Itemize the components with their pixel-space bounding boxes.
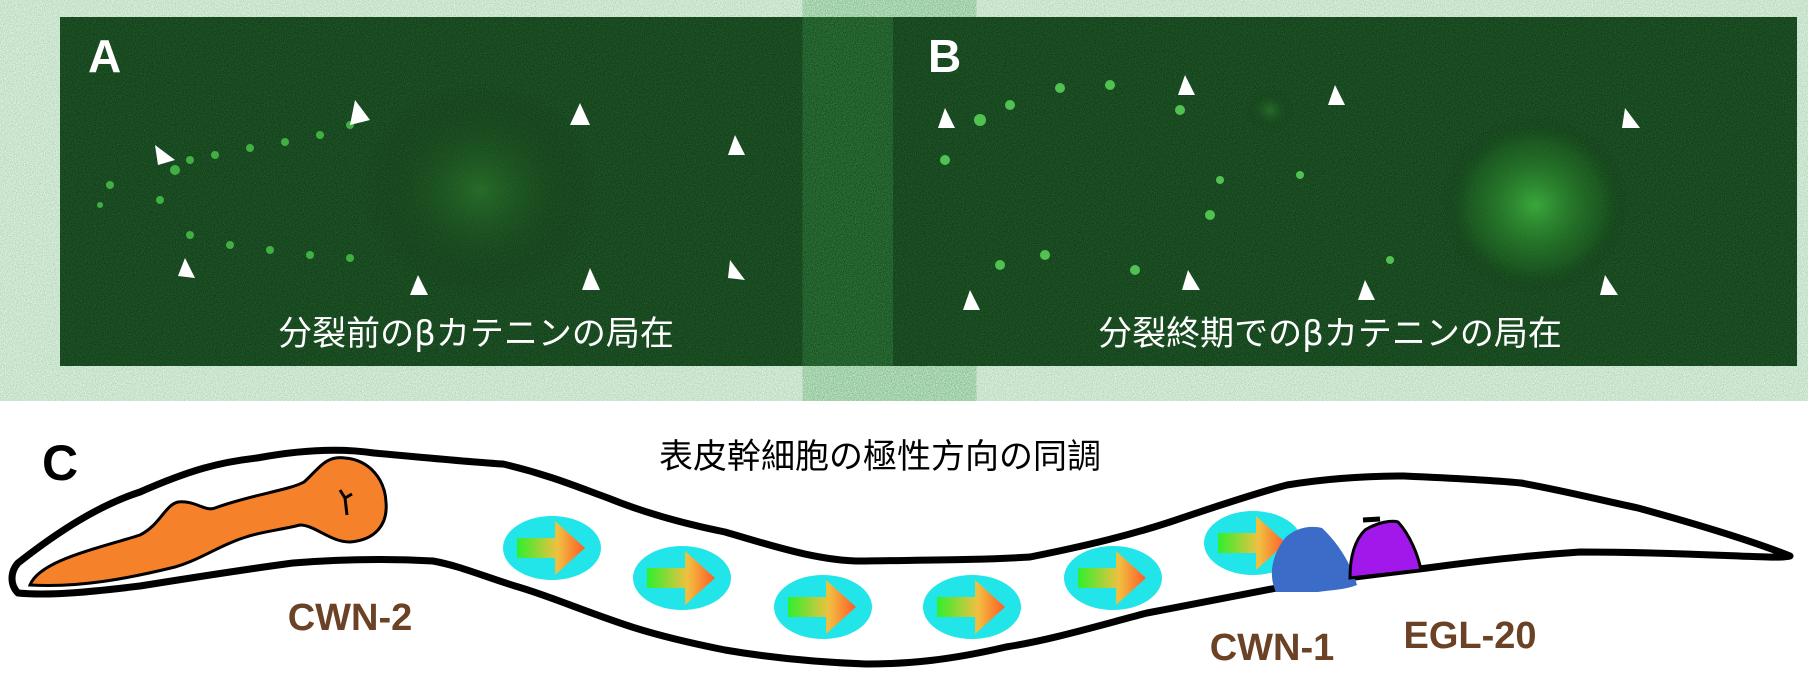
seam-cell [774, 575, 872, 639]
arrowhead-markers [155, 100, 745, 295]
polarity-arrow-icon [517, 521, 585, 575]
arrowhead-markers [938, 75, 1640, 310]
egl20-expression-region [1348, 519, 1423, 580]
cwn1-expression-region [1271, 526, 1357, 592]
polarity-arrow-icon [788, 580, 856, 634]
seam-cells [503, 511, 1302, 639]
cwn2-expression-region [27, 456, 388, 588]
polarity-arrow-icon [647, 551, 715, 605]
polarity-arrow-icon [937, 580, 1005, 634]
cwn1-label: CWN-1 [1210, 627, 1335, 669]
seam-cell [1064, 546, 1162, 610]
fluorescent-puncta [940, 80, 1394, 275]
polarity-arrow-icon [1218, 516, 1286, 570]
fluorescent-puncta [97, 121, 354, 262]
micrograph-panel-a: A 分裂前のβカテニンの局在 [60, 17, 893, 366]
panel-b-label: B [928, 30, 961, 82]
panel-a-caption: 分裂前のβカテニンの局在 [278, 314, 674, 354]
egl20-label: EGL-20 [1403, 615, 1536, 657]
panel-b-caption: 分裂終期でのβカテニンの局在 [1098, 314, 1562, 354]
seam-cell [633, 546, 731, 610]
panel-c-title: 表皮幹細胞の極性方向の同調 [659, 437, 1101, 477]
seam-cell [503, 516, 601, 580]
cwn2-label: CWN-2 [288, 597, 413, 639]
seam-cell [923, 575, 1021, 639]
micrograph-panel-b: B 分裂終期でのβカテニンの局在 [893, 17, 1797, 366]
panel-a-label: A [88, 30, 121, 82]
egl20-marker [1362, 516, 1381, 523]
panel-c-label: C [42, 435, 78, 491]
worm-diagram-panel-c: C 表皮幹細胞の極性方向の同調 CWN-2 CWN-1 EGL-20 [8, 435, 1794, 669]
worm-outline [8, 446, 1794, 668]
polarity-arrow-icon [1078, 551, 1146, 605]
cwn2-anterior-marker [338, 489, 353, 516]
